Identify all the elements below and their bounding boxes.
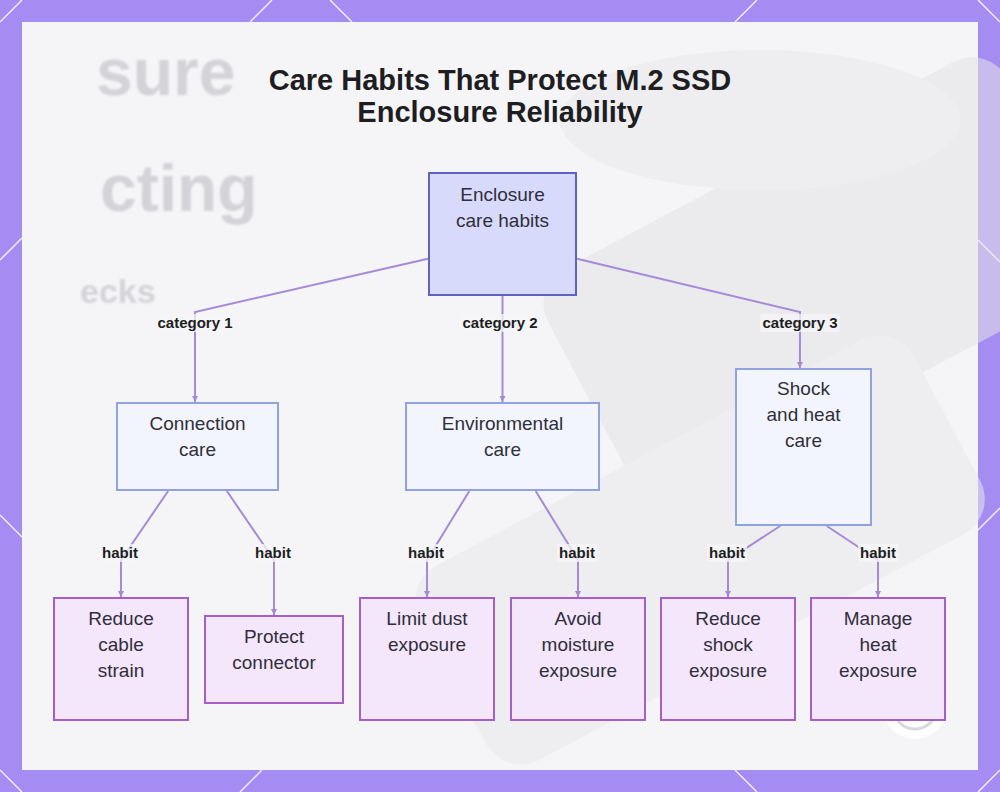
node-label: Reduce shock exposure [683, 606, 773, 684]
frame-line [0, 770, 22, 792]
frame-line [330, 0, 352, 22]
root-box: Enclosure care habits [428, 172, 577, 296]
node-label: Shock and heat care [761, 376, 846, 454]
frame-line [240, 770, 262, 792]
watermark-text: sure [96, 34, 235, 110]
frame-line [978, 0, 1000, 22]
frame-line [735, 770, 757, 792]
edge-label: category 2 [460, 314, 539, 332]
habit-box: Reduce shock exposure [660, 597, 796, 721]
edge-label: category 1 [155, 314, 234, 332]
edge-label: habit [557, 544, 597, 562]
diagram-title: Care Habits That Protect M.2 SSD Enclosu… [230, 64, 770, 128]
node-label: Avoid moisture exposure [533, 606, 623, 684]
frame-line [250, 0, 272, 22]
habit-box: Limit dust exposure [359, 597, 495, 721]
node-label: Environmental care [433, 411, 573, 463]
node-label: Reduce cable strain [84, 606, 159, 684]
category-box: Shock and heat care [735, 368, 872, 526]
node-label: Enclosure care habits [453, 182, 553, 234]
habit-box: Protect connector [204, 615, 344, 704]
frame-line [0, 238, 22, 260]
habit-box: Reduce cable strain [53, 597, 189, 721]
edge-label: habit [100, 544, 140, 562]
frame-line [735, 0, 757, 22]
habit-box: Manage heat exposure [810, 597, 946, 721]
watermark-text: ecks [80, 272, 156, 311]
edge-label: habit [858, 544, 898, 562]
node-label: Protect connector [224, 624, 324, 676]
category-box: Environmental care [405, 402, 600, 491]
category-box: Connection care [116, 402, 279, 491]
frame-line [0, 515, 22, 537]
edge-label: habit [707, 544, 747, 562]
edge-label: category 3 [760, 314, 839, 332]
edge-label: habit [406, 544, 446, 562]
node-label: Limit dust exposure [377, 606, 477, 658]
habit-box: Avoid moisture exposure [510, 597, 646, 721]
frame-line [978, 770, 1000, 792]
node-label: Manage heat exposure [833, 606, 923, 684]
watermark-text: cting [100, 150, 258, 226]
edge-label: habit [253, 544, 293, 562]
connector-line [502, 296, 504, 402]
frame-line [0, 0, 22, 22]
node-label: Connection care [138, 411, 258, 463]
